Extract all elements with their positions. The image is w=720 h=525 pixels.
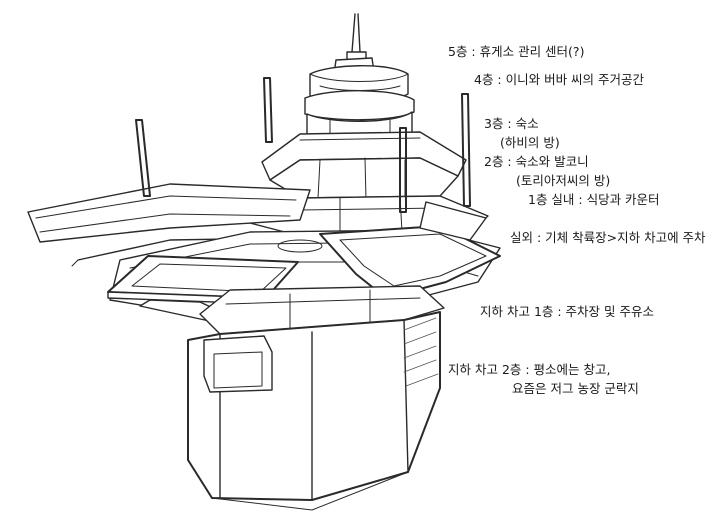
label-floor5: 5층 : 휴게소 관리 센터(?)	[448, 44, 585, 59]
antenna-poles	[135, 77, 471, 213]
floor3-ring	[261, 131, 467, 201]
label-basement1: 지하 차고 1층 : 주차장 및 주유소	[480, 304, 655, 319]
label-basement2: 지하 차고 2층 : 평소에는 창고,	[448, 362, 611, 377]
garage-roof	[199, 285, 445, 335]
label-floor3: 3층 : 숙소	[484, 116, 539, 131]
label-floor3-room: (하비의 방)	[500, 135, 560, 150]
spire	[333, 13, 375, 75]
label-outdoor: 실외 : 기체 착륙장>지하 차고에 주차	[510, 230, 706, 245]
label-floor1: 1층 실내 : 식당과 카운터	[528, 192, 660, 207]
right-deck	[319, 201, 501, 299]
label-basement2-note: 요즘은 저그 농장 군락지	[512, 381, 639, 396]
label-floor2: 2층 : 숙소와 발코니	[484, 154, 589, 169]
label-floor2-room: (토리아저씨의 방)	[516, 173, 611, 188]
base-tower	[187, 311, 441, 511]
label-floor4: 4층 : 이니와 버바 씨의 주거공간	[474, 72, 645, 87]
